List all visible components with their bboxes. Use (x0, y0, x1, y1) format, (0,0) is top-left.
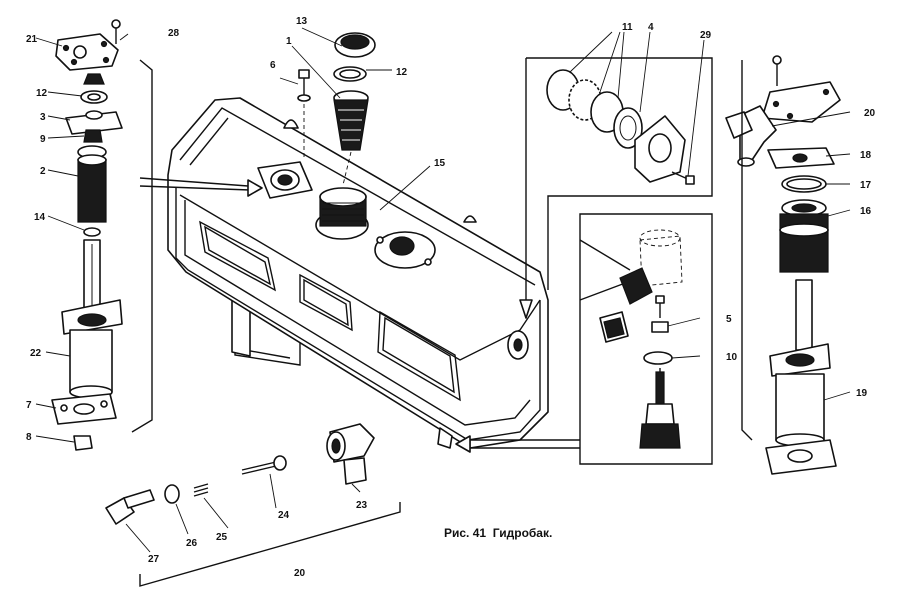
label-14: 14 (34, 212, 46, 223)
label-5: 5 (726, 314, 732, 325)
label-3: 3 (40, 112, 46, 123)
label-12-left: 12 (36, 88, 48, 99)
figure-caption: Рис. 41 Гидробак. (444, 526, 552, 540)
leader-lines (35, 27, 851, 553)
label-18: 18 (860, 150, 872, 161)
return-port-flange (374, 231, 436, 269)
label-13: 13 (296, 16, 308, 27)
label-10: 10 (726, 352, 738, 363)
filter-well (315, 187, 369, 240)
hydraulic-tank-body (167, 97, 549, 449)
label-11: 11 (622, 22, 633, 33)
label-7: 7 (26, 400, 32, 411)
label-24: 24 (278, 510, 290, 521)
label-20-right: 20 (864, 108, 876, 119)
label-29: 29 (700, 30, 712, 41)
label-4: 4 (648, 22, 654, 33)
label-28: 28 (168, 28, 180, 39)
label-19: 19 (856, 388, 868, 399)
label-12-top: 12 (396, 67, 408, 78)
label-8: 8 (26, 432, 32, 443)
filler-neck-flange (257, 161, 313, 199)
left-filter-assembly (51, 19, 153, 451)
label-6: 6 (270, 60, 276, 71)
label-25: 25 (216, 532, 228, 543)
bottom-fittings (105, 423, 401, 587)
label-15: 15 (434, 158, 446, 169)
label-26: 26 (186, 538, 198, 549)
drain-valve-inset (455, 213, 713, 465)
label-22: 22 (30, 348, 42, 359)
label-21: 21 (26, 34, 38, 45)
label-17: 17 (860, 180, 872, 191)
label-9: 9 (40, 134, 46, 145)
label-1: 1 (286, 36, 292, 47)
right-filter-assembly (725, 55, 841, 475)
label-2: 2 (40, 166, 46, 177)
label-20-bottom: 20 (294, 568, 306, 579)
label-23: 23 (356, 500, 368, 511)
part-number-labels: 21 28 12 3 9 2 14 22 7 8 13 1 6 12 15 11… (26, 16, 876, 579)
filler-cap-assembly (297, 32, 376, 186)
label-16: 16 (860, 206, 872, 217)
label-27: 27 (148, 554, 160, 565)
inspection-cover-inset (519, 31, 713, 319)
